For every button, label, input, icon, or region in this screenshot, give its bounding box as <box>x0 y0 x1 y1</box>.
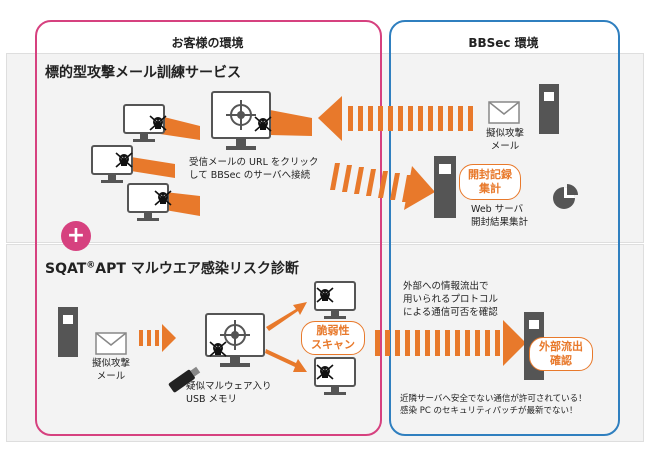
mail-envelope-icon <box>95 332 127 355</box>
open-record-bubble: 開封記録 集計 <box>459 164 521 200</box>
vuln-scan-bubble-line2: スキャン <box>311 338 355 351</box>
pseudo-mail-label: 擬似攻撃 メール <box>86 357 136 383</box>
vuln-scan-bubble: 脆弱性 スキャン <box>301 321 365 355</box>
usb-label-line2: USB メモリ <box>186 394 238 405</box>
dashed-arrow-to-customer <box>318 96 473 141</box>
vuln-scan-bubble-line1: 脆弱性 <box>316 324 350 337</box>
pie-chart-icon <box>553 184 578 209</box>
outbound-check-label-line1: 外部への情報流出で <box>403 281 489 292</box>
customer-zone-title: お客様の環境 <box>171 36 244 50</box>
click-instruction-line1: 受信メールの URL をクリック <box>189 157 319 168</box>
section2-title: SQAT®APT マルウエア感染リスク診断 <box>45 258 299 278</box>
leak-check-bubble-line1: 外部流出 <box>539 340 583 353</box>
findings-note-line1: 近隣サーバへ安全でない通信が許可されている！ <box>400 394 587 404</box>
section2-title-pre: SQAT <box>45 261 87 277</box>
registered-mark: ® <box>86 260 96 271</box>
web-server-label-line1: Web サーバ <box>471 204 524 215</box>
click-instruction: 受信メールの URL をクリック して BBSec のサーバへ接続 <box>189 156 318 182</box>
arrow-to-target-1 <box>266 302 307 331</box>
pseudo-mail-label-line1: 擬似攻撃 <box>91 358 130 369</box>
usb-stick-icon <box>168 366 201 393</box>
customer-pc-tower <box>58 307 78 357</box>
findings-note-line2: 感染 PC のセキュリティパッチが最新でない！ <box>400 406 578 416</box>
phishing-mail-label-line2: メール <box>490 141 520 152</box>
customer-zone <box>35 20 382 436</box>
beam-big <box>270 110 312 136</box>
dashed-arrow-to-bbsec <box>330 163 435 210</box>
phishing-mail-label-line1: 擬似攻撃 <box>485 128 524 139</box>
bbsec-zone-title: BBSec 環境 <box>468 36 539 50</box>
findings-note: 近隣サーバへ安全でない通信が許可されている！ 感染 PC のセキュリティパッチが… <box>400 393 587 417</box>
bbsec-mail-server <box>539 84 559 134</box>
mail-envelope-icon <box>488 101 520 124</box>
web-server-label-line2: 開封結果集計 <box>471 217 529 228</box>
open-record-bubble-line1: 開封記録 <box>468 168 512 181</box>
leak-check-bubble-line2: 確認 <box>550 354 572 367</box>
beam-2 <box>125 156 175 178</box>
beam-1 <box>160 116 200 140</box>
dashed-arrow-outbound <box>375 320 526 366</box>
section2-title-post: APT マルウエア感染リスク診断 <box>95 261 299 277</box>
web-server-label: Web サーバ 開封結果集計 <box>471 203 528 229</box>
plus-icon: + <box>61 221 91 251</box>
arrow-to-target-2 <box>265 349 307 372</box>
leak-check-bubble: 外部流出 確認 <box>529 337 593 371</box>
dashed-arrow-to-pc <box>139 324 176 352</box>
phishing-mail-label: 擬似攻撃 メール <box>476 127 534 153</box>
click-instruction-line2: して BBSec のサーバへ接続 <box>189 170 311 181</box>
pseudo-mail-label-line2: メール <box>96 371 126 382</box>
open-record-bubble-line2: 集計 <box>479 182 501 195</box>
usb-label-line1: 疑似マルウェア入り <box>186 381 272 392</box>
outbound-check-label: 外部への情報流出で 用いられるプロトコル による通信可否を確認 <box>403 280 498 319</box>
outbound-check-label-line3: による通信可否を確認 <box>403 307 498 318</box>
outbound-check-label-line2: 用いられるプロトコル <box>403 294 499 305</box>
beam-3 <box>165 192 200 216</box>
bbsec-zone <box>389 20 620 436</box>
usb-label: 疑似マルウェア入り USB メモリ <box>186 380 272 406</box>
web-server <box>434 156 456 218</box>
section1-title: 標的型攻撃メール訓練サービス <box>45 65 241 81</box>
scan-target-monitor-1 <box>314 281 356 320</box>
